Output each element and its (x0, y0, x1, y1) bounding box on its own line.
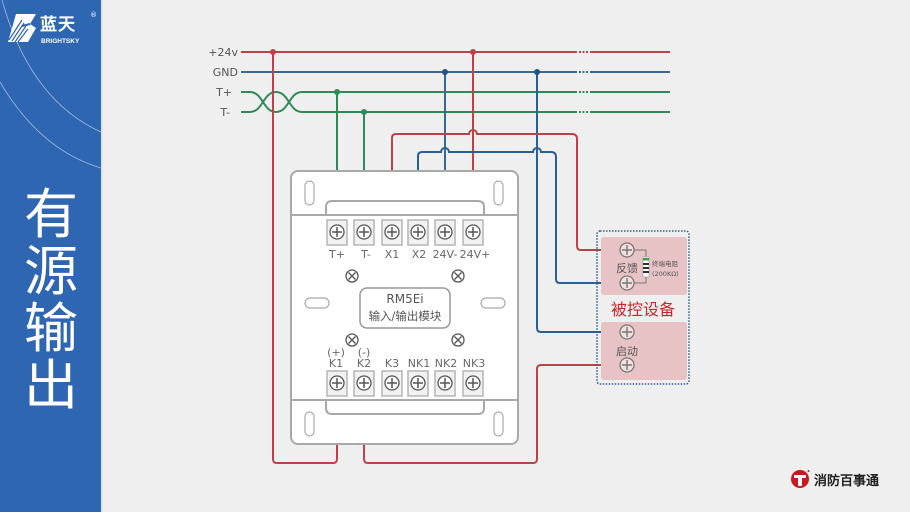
module-description: 输入/输出模块 (369, 309, 442, 323)
io-module: RM5Ei 输入/输出模块 (290, 170, 519, 445)
brand-logo: 蓝天 BRIGHTSKY ® (8, 10, 100, 46)
polarity-label: (+) (327, 346, 345, 359)
start-label: 启动 (616, 345, 638, 358)
registered-mark: ® (90, 11, 97, 19)
device-terminal-feedback-1 (619, 242, 635, 258)
cover-screw-icon (451, 333, 465, 347)
junction-dot (334, 89, 340, 95)
wire-gnd-to-start (536, 72, 620, 333)
junction-dot (442, 69, 448, 75)
device-title: 被控设备 (611, 300, 675, 319)
terminal-label: X1 (385, 248, 400, 261)
fire-service-logo-icon (791, 470, 810, 488)
controlled-device: 被控设备 终端电阻 (200KΩ) 反馈 启动 (596, 230, 690, 385)
terminal-label: T- (360, 248, 371, 261)
cover-screw-icon (345, 333, 359, 347)
terminal-label: NK1 (408, 357, 430, 370)
brightsky-b-icon (8, 14, 36, 43)
page-title-char: 输 (24, 297, 78, 360)
module-model: RM5Ei (386, 292, 423, 306)
mount-slot (480, 297, 506, 309)
decorative-arcs (0, 0, 101, 169)
bus-label-tminus: T- (219, 106, 230, 119)
terminal-k1 (326, 370, 348, 397)
bus-label-tplus: T+ (215, 86, 232, 99)
mount-slot (304, 297, 330, 309)
module-label-box (359, 287, 451, 329)
page-title-char: 源 (24, 240, 78, 303)
wire-x2-to-feedback (417, 147, 620, 284)
resistor-label: 终端电阻 (652, 259, 679, 268)
terminal-label: 24V- (433, 248, 458, 261)
resistor-icon (642, 256, 650, 278)
feedback-label: 反馈 (616, 262, 638, 275)
start-panel (601, 322, 687, 380)
sidebar-divider (101, 0, 103, 512)
terminal-label: K1 (329, 357, 343, 370)
cover-screw-icon (451, 269, 465, 283)
bus-label-gnd: GND (213, 66, 238, 79)
terminal-label: 24V+ (460, 248, 491, 261)
terminal-label: K3 (385, 357, 399, 370)
wire-x1-to-feedback (391, 129, 620, 251)
device-terminal-start-2 (619, 357, 635, 373)
junction-dot (534, 69, 540, 75)
terminal-k2 (353, 370, 375, 397)
junction-dot (470, 49, 476, 55)
terminal-label: T+ (328, 248, 345, 261)
device-terminal-feedback-2 (619, 275, 635, 291)
terminal-label: NK3 (463, 357, 485, 370)
terminal-nk2 (434, 370, 456, 397)
mount-slot (493, 411, 504, 437)
terminal-nk1 (407, 370, 429, 397)
terminal-tminus (353, 219, 375, 246)
cover-screw-icon (345, 269, 359, 283)
device-terminal-start-1 (619, 324, 635, 340)
footer-logo-text: 消防百事通 (814, 473, 880, 489)
bottom-terminal-block: (+) (-) K1 K2 K3 NK1 NK2 NK3 (326, 346, 485, 397)
mount-slot (493, 180, 504, 206)
polarity-label: (-) (358, 346, 371, 359)
bus-label-24v: +24v (208, 46, 238, 59)
terminal-label: X2 (412, 248, 427, 261)
terminal-k3 (381, 370, 403, 397)
page-title: 有源输出 (18, 186, 84, 414)
junction-dot (361, 109, 367, 115)
page-title-char: 出 (24, 354, 78, 417)
terminal-label: K2 (357, 357, 371, 370)
bus-line-tplus (241, 91, 670, 114)
mount-slot (304, 180, 315, 206)
wire-24v-to-k1 (272, 52, 338, 464)
page-title-char: 有 (24, 183, 78, 246)
terminal-label: NK2 (435, 357, 457, 370)
bus-line-tminus (241, 90, 670, 113)
terminal-x2 (407, 219, 429, 246)
top-terminal-block: T+ T- X1 X2 24V- 24V+ (326, 219, 491, 261)
terminal-nk3 (462, 370, 484, 397)
terminal-24v-plus (462, 219, 484, 246)
mount-slot (304, 411, 315, 437)
wire-k2-to-start (363, 364, 620, 464)
resistor-value: (200KΩ) (652, 270, 679, 278)
junction-dot (270, 49, 276, 55)
brand-name-cn: 蓝天 (40, 15, 76, 35)
footer-logo: 消防百事通 (790, 468, 879, 490)
terminal-tplus (326, 219, 348, 246)
sidebar: 蓝天 BRIGHTSKY ® 有源输出 (0, 0, 101, 512)
terminal-x1 (381, 219, 403, 246)
brand-name-en: BRIGHTSKY (41, 38, 80, 45)
terminal-24v-minus (434, 219, 456, 246)
